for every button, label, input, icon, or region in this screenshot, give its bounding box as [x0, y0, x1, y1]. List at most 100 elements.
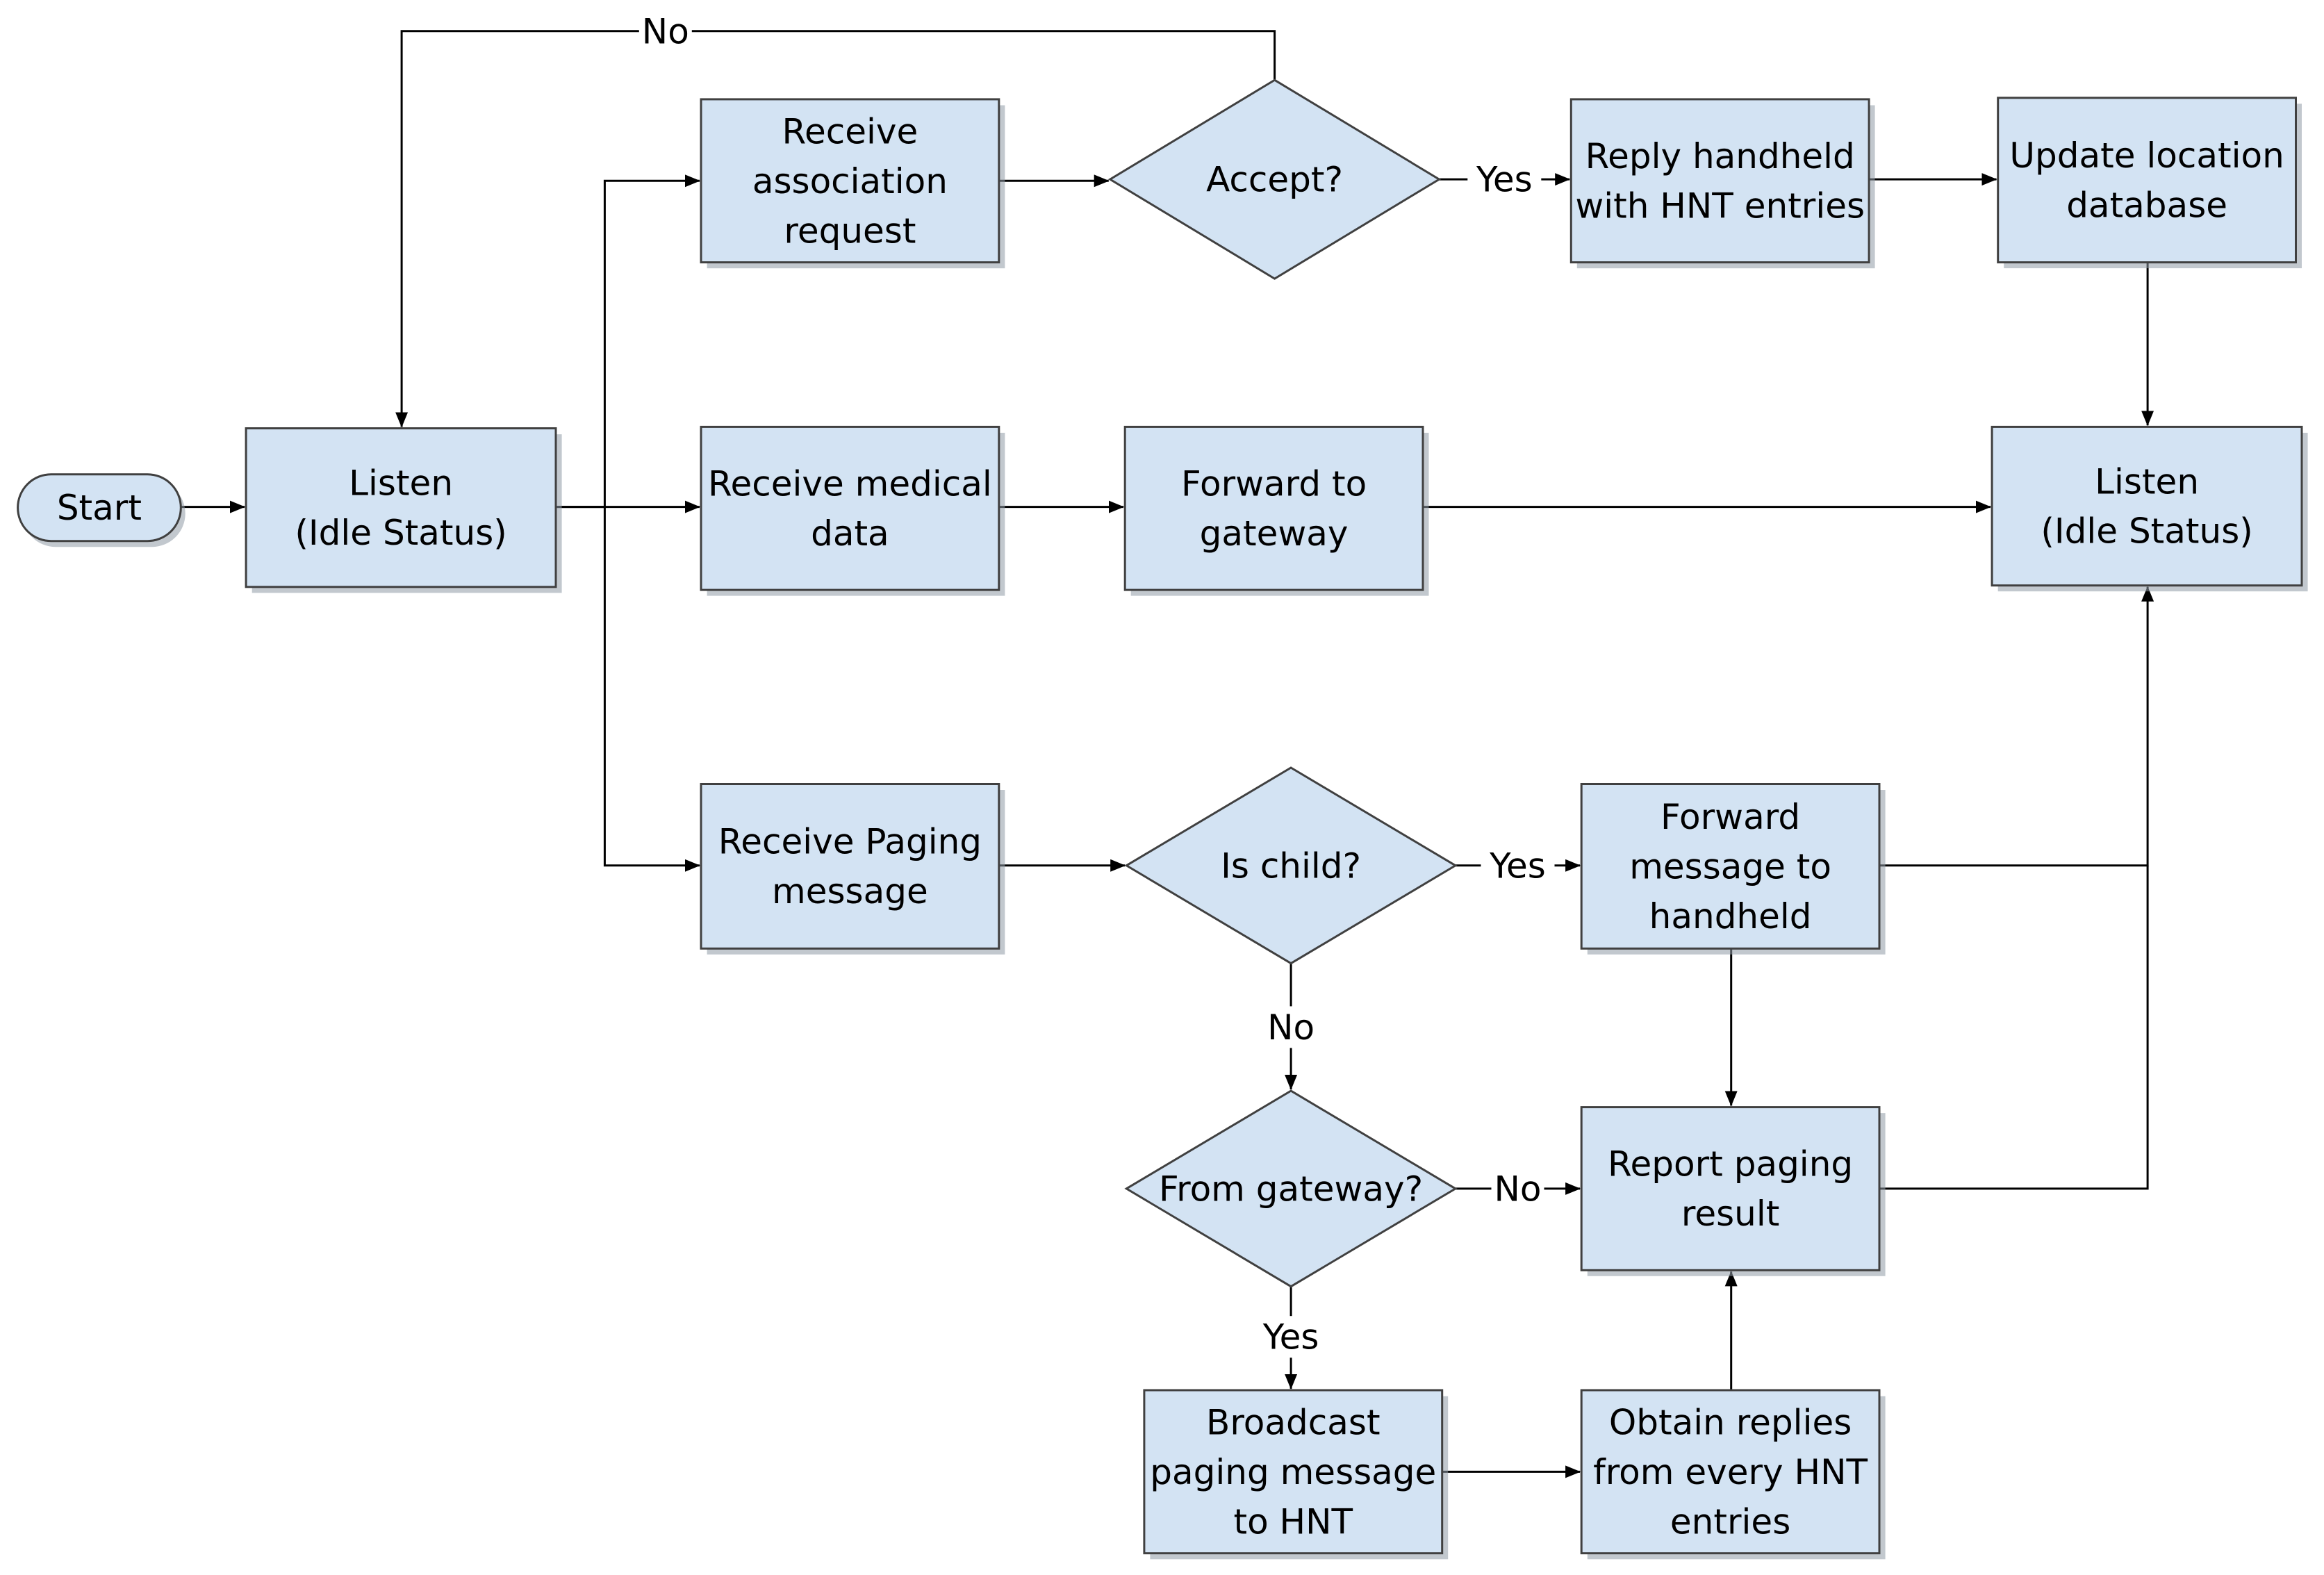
edge-label-background — [1481, 844, 1555, 887]
edge-accept-to-listen-left — [395, 30, 1276, 428]
node-label-line: (Idle Status) — [2041, 511, 2252, 552]
node-is-child: Is child? — [1124, 766, 1458, 965]
node-report-paging: Report paging result — [1580, 1106, 1886, 1276]
node-label-line: Receive — [782, 111, 918, 151]
node-label-line: Receive medical — [708, 464, 992, 504]
node-label: From gateway? — [1159, 1169, 1423, 1209]
process-box — [1143, 1389, 1444, 1555]
node-label: Broadcast paging message to HNT — [1150, 1402, 1436, 1542]
node-label-line: Accept? — [1206, 160, 1343, 200]
node-label: Report paging result — [1608, 1144, 1853, 1234]
node-label-line: Is child? — [1221, 846, 1361, 886]
node-label-line: From gateway? — [1159, 1169, 1423, 1209]
edge-label-no: No — [642, 11, 689, 51]
node-label: Update location database — [2009, 135, 2284, 225]
nodes-layer: Start Listen (Idle Status) Receive associati… — [17, 79, 2308, 1560]
node-label-line: message — [772, 871, 928, 912]
node-obtain-replies: Obtain replies from every HNT entries — [1580, 1389, 1886, 1560]
decision-diamond — [1124, 766, 1458, 965]
node-label-line: to HNT — [1233, 1501, 1353, 1542]
process-box — [1123, 425, 1424, 591]
edge-label-background — [1254, 1316, 1328, 1358]
node-label-line: entries — [1670, 1501, 1790, 1542]
decision-diamond — [1124, 1089, 1458, 1288]
node-label: Obtain replies from every HNT entries — [1593, 1402, 1868, 1542]
node-from-gateway: From gateway? — [1124, 1089, 1458, 1288]
node-label-line: Report paging — [1608, 1144, 1853, 1185]
node-label: Receive association request — [752, 111, 948, 251]
node-label-line: Obtain replies — [1609, 1402, 1852, 1442]
node-broadcast-paging: Broadcast paging message to HNT — [1143, 1389, 1449, 1560]
node-label-line: paging message — [1150, 1452, 1436, 1492]
edge-label-yes: Yes — [1476, 160, 1533, 200]
process-box — [700, 98, 1000, 264]
node-label-line: Reply handheld — [1585, 136, 1855, 176]
node-label: Is child? — [1221, 846, 1361, 886]
node-receive-medical: Receive medical data — [700, 425, 1005, 596]
node-label-line: Broadcast — [1206, 1402, 1381, 1442]
node-label-line: Start — [57, 488, 142, 528]
node-label-line: Receive Paging — [718, 822, 982, 862]
node-label: Forward to gateway — [1181, 464, 1367, 554]
node-label-line: with HNT entries — [1575, 186, 1865, 226]
node-label-line: handheld — [1649, 896, 1812, 937]
node-label: Receive medical data — [708, 464, 992, 554]
node-listen-right: Listen (Idle Status) — [1991, 425, 2308, 592]
process-box — [1569, 98, 1870, 264]
node-forward-handheld: Forward message to handheld — [1580, 783, 1886, 955]
edge-label-yes: Yes — [1489, 846, 1546, 886]
node-label-line: from every HNT — [1593, 1452, 1868, 1492]
node-label: Listen (Idle Status) — [295, 463, 506, 553]
node-label-line: message to — [1629, 846, 1831, 887]
decision-diamond — [1107, 79, 1442, 280]
edge-listen-left-to-receive-assoc — [556, 174, 700, 509]
edge-label-background — [1264, 1006, 1318, 1048]
node-start: Start — [17, 473, 186, 547]
node-label-line: Forward — [1660, 797, 1800, 837]
node-receive-assoc: Receive association request — [700, 98, 1005, 269]
process-box — [1580, 783, 1881, 950]
node-label: Reply handheld with HNT entries — [1575, 136, 1865, 226]
node-label-line: association — [752, 161, 948, 201]
edge-label-background — [1467, 158, 1542, 201]
node-label-line: database — [2066, 185, 2227, 225]
node-reply-handheld: Reply handheld with HNT entries — [1569, 98, 1875, 269]
terminal-pill — [17, 473, 182, 543]
node-label: Forward message to handheld — [1629, 797, 1831, 937]
process-box — [1991, 425, 2303, 587]
edge-label-no: No — [1494, 1169, 1542, 1209]
edge-label-yes: Yes — [1262, 1317, 1319, 1358]
node-label-line: Forward to — [1181, 464, 1367, 504]
edge-forward-handheld-to-listen-right — [1879, 586, 2154, 867]
edge-listen-left-to-receive-paging — [603, 506, 700, 872]
node-label-line: Update location — [2009, 135, 2284, 176]
process-box — [1580, 1106, 1881, 1271]
edge-label-background — [638, 10, 692, 52]
node-label-line: (Idle Status) — [295, 513, 506, 553]
node-accept: Accept? — [1107, 79, 1442, 280]
node-label: Start — [57, 488, 142, 528]
edge-report-paging-to-listen-right — [1879, 865, 2149, 1190]
process-box — [1997, 97, 2297, 264]
node-forward-gateway: Forward to gateway — [1123, 425, 1429, 596]
node-listen-left: Listen (Idle Status) — [245, 427, 562, 593]
process-box — [700, 425, 1000, 591]
node-update-location: Update location database — [1997, 97, 2302, 269]
process-box — [245, 427, 557, 588]
node-label-line: Listen — [349, 463, 453, 504]
node-label: Receive Paging message — [718, 822, 982, 912]
node-label-line: Listen — [2095, 461, 2199, 502]
node-label: Listen (Idle Status) — [2041, 461, 2252, 551]
node-label: Accept? — [1206, 160, 1343, 200]
node-label-line: request — [784, 211, 916, 251]
node-label-line: data — [811, 513, 889, 554]
edge-label-background — [1491, 1167, 1544, 1210]
process-box — [700, 783, 1000, 950]
node-label-line: gateway — [1200, 513, 1349, 554]
edge-label-no: No — [1267, 1007, 1315, 1048]
process-box — [1580, 1389, 1881, 1555]
node-receive-paging: Receive Paging message — [700, 783, 1005, 955]
node-label-line: result — [1681, 1194, 1779, 1234]
